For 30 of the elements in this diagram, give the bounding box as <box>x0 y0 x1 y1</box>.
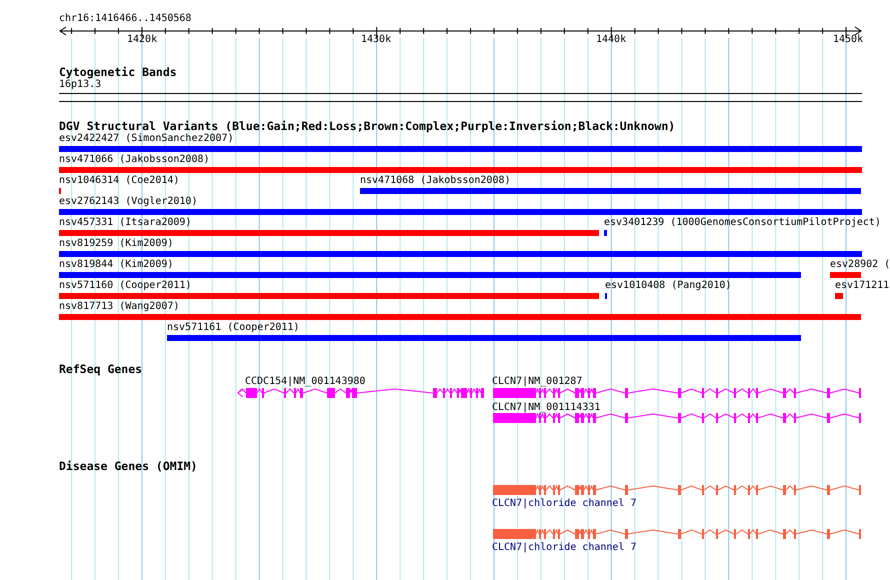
gene-label: CLCN7|NM_001287 <box>492 376 582 388</box>
variant-label: nsv457331 (Itsara2009) <box>59 217 192 229</box>
variant-label: nsv819844 (Kim2009) <box>59 259 174 271</box>
variant-label: nsv819259 (Kim2009) <box>59 238 174 250</box>
variant-label: esv2422427 (SimonSanchez2007) <box>59 133 234 145</box>
variant-label: esv2762143 (Vogler2010) <box>59 196 198 208</box>
variant-label: nsv471068 (Jakobsson2008) <box>360 175 511 187</box>
variant-label: esv1010408 (Pang2010) <box>605 280 732 292</box>
tick-label: 1420k <box>127 34 158 46</box>
tick-label: 1440k <box>596 34 626 46</box>
variant-label: esv3401239 (1000GenomesConsortiumPilotProject) <box>604 217 881 229</box>
variant-label: nsv1046314 (Coe2014) <box>59 175 180 187</box>
tick-label: 1450k <box>833 34 864 46</box>
variant-label: esv28902 ( <box>830 259 890 271</box>
gene-label: CCDC154|NM_001143980 <box>245 376 366 388</box>
variant-label: esv171211 <box>835 280 890 292</box>
track-title: DGV Structural Variants (Blue:Gain;Red:Loss;Brown:Complex;Purple:Inversion;Black:Unknown) <box>59 120 676 132</box>
tick-label: 1430k <box>361 34 392 46</box>
variant-label: nsv471066 (Jakobsson2008) <box>59 154 210 166</box>
gene-label: CLCN7|NM_001114331 <box>492 402 600 414</box>
track-title: Cytogenetic Bands <box>59 66 177 78</box>
disease-gene-label: CLCN7|chloride channel 7 <box>492 498 636 510</box>
variant-label: nsv571161 (Cooper2011) <box>167 322 300 334</box>
disease-gene-label: CLCN7|chloride channel 7 <box>492 542 636 554</box>
track-title: RefSeq Genes <box>59 363 142 375</box>
track-title: Disease Genes (OMIM) <box>59 460 198 472</box>
band-label: 16p13.3 <box>59 79 102 91</box>
coordinate-label: chr16:1416466..1450568 <box>59 13 192 25</box>
variant-label: nsv571160 (Cooper2011) <box>59 280 192 292</box>
variant-label: nsv817713 (Wang2007) <box>59 301 180 313</box>
